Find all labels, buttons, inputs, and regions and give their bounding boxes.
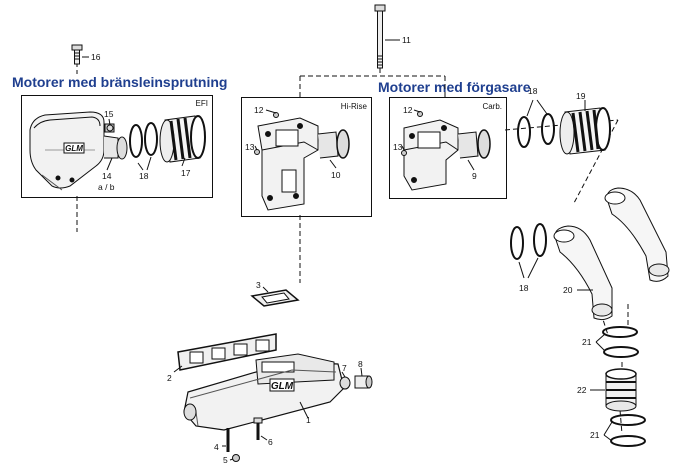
stud-4 [222, 428, 230, 452]
label-10: 10 [331, 170, 341, 180]
label-21-bottom: 21 [590, 430, 600, 440]
hirise-riser-10 [254, 112, 350, 211]
efi-clamps-18 [129, 122, 158, 171]
label-11: 11 [402, 35, 411, 45]
panel-carb-label: Carb. [482, 102, 502, 111]
label-9: 9 [472, 171, 477, 181]
logo-efi-text: GLM [65, 144, 83, 153]
label-6: 6 [268, 437, 273, 447]
label-18-carb: 18 [528, 86, 538, 96]
manifold-1: GLM [183, 353, 345, 431]
efi-hose-17 [159, 115, 206, 163]
long-bolt-11 [374, 4, 400, 69]
gasket-2 [173, 333, 277, 373]
label-5: 5 [223, 455, 228, 465]
clamps-21-bottom [603, 414, 646, 447]
plug-8 [354, 367, 373, 389]
bolt-16 [71, 44, 89, 65]
label-1: 1 [306, 415, 311, 425]
panel-hirise-label: Hi-Rise [340, 102, 367, 111]
label-21-top: 21 [582, 337, 592, 347]
coupling-22 [590, 368, 637, 412]
label-19: 19 [576, 91, 586, 101]
label-13-carb: 13 [393, 142, 403, 152]
label-2: 2 [167, 373, 172, 383]
label-4: 4 [214, 442, 219, 452]
label-18-efi: 18 [139, 171, 149, 181]
gasket-3 [250, 286, 300, 307]
label-14: 14 [102, 171, 112, 181]
label-3: 3 [256, 280, 261, 290]
elbow-clamps-18 [510, 223, 547, 279]
label-18-elbow: 18 [519, 283, 529, 293]
label-22: 22 [577, 385, 587, 395]
efi-riser-14: GLM [29, 111, 128, 191]
label-12-hirise: 12 [254, 105, 264, 115]
panel-efi-label: EFI [195, 99, 208, 108]
bolt-6 [253, 417, 268, 441]
elbow-hoses-20 [553, 187, 670, 321]
label-17: 17 [181, 168, 191, 178]
carb-clamps-18 [517, 99, 555, 148]
label-20: 20 [563, 285, 573, 295]
leader-lines [106, 109, 475, 171]
carb-hose-19 [559, 100, 611, 155]
label-8: 8 [358, 359, 363, 369]
carb-riser-9 [401, 111, 491, 191]
nut-5 [229, 454, 240, 462]
label-12-carb: 12 [403, 105, 413, 115]
label-13-hirise: 13 [245, 142, 255, 152]
clamps-21-top [595, 326, 639, 358]
heading-carb: Motorer med förgasare [378, 79, 531, 95]
label-15: 15 [104, 109, 114, 119]
washer-15 [106, 124, 114, 132]
heading-efi: Motorer med bränsleinsprutning [12, 74, 228, 90]
label-16: 16 [91, 52, 101, 62]
label-7: 7 [342, 363, 347, 373]
logo-manifold-text: GLM [271, 381, 294, 392]
label-14-ab: a / b [98, 182, 115, 192]
plug-7 [339, 371, 351, 390]
